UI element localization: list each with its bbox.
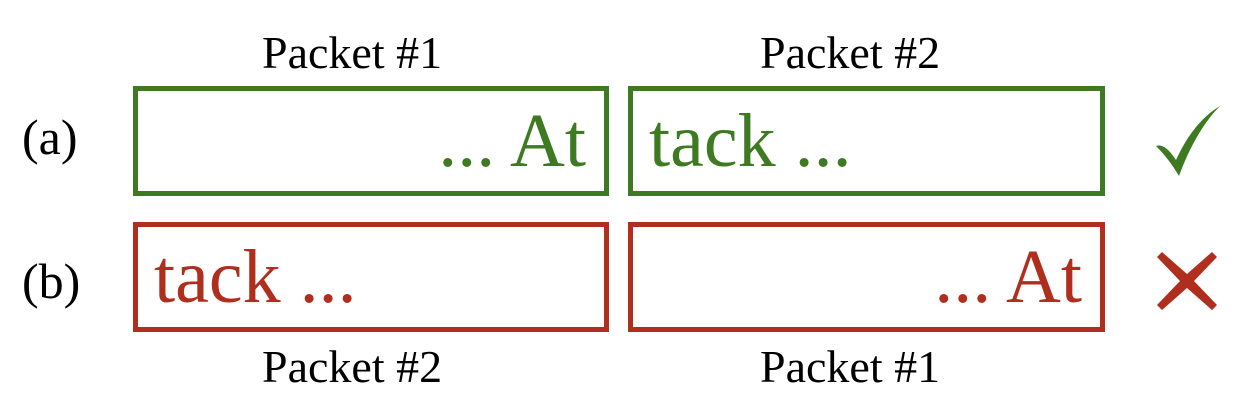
packet-box-a-1: ... At xyxy=(133,86,609,196)
packet-label-b-1: Packet #2 xyxy=(262,341,443,392)
packet-label-a-2: Packet #2 xyxy=(760,27,941,78)
packet-box-a-2: tack ... xyxy=(628,86,1105,196)
packet-content-a-1: ... At xyxy=(438,99,586,183)
row-label-a: (a) xyxy=(22,109,78,165)
packet-label-b-2: Packet #1 xyxy=(760,341,941,392)
packet-box-b-2: ... At xyxy=(628,222,1105,332)
checkmark-icon xyxy=(1152,100,1224,182)
cross-icon xyxy=(1154,248,1220,314)
packet-box-b-1: tack ... xyxy=(133,222,609,332)
packet-label-a-1: Packet #1 xyxy=(262,27,443,78)
packet-content-a-2: tack ... xyxy=(649,99,852,183)
packet-content-b-1: tack ... xyxy=(154,235,357,319)
packet-content-b-2: ... At xyxy=(934,235,1082,319)
row-label-b: (b) xyxy=(22,253,81,309)
